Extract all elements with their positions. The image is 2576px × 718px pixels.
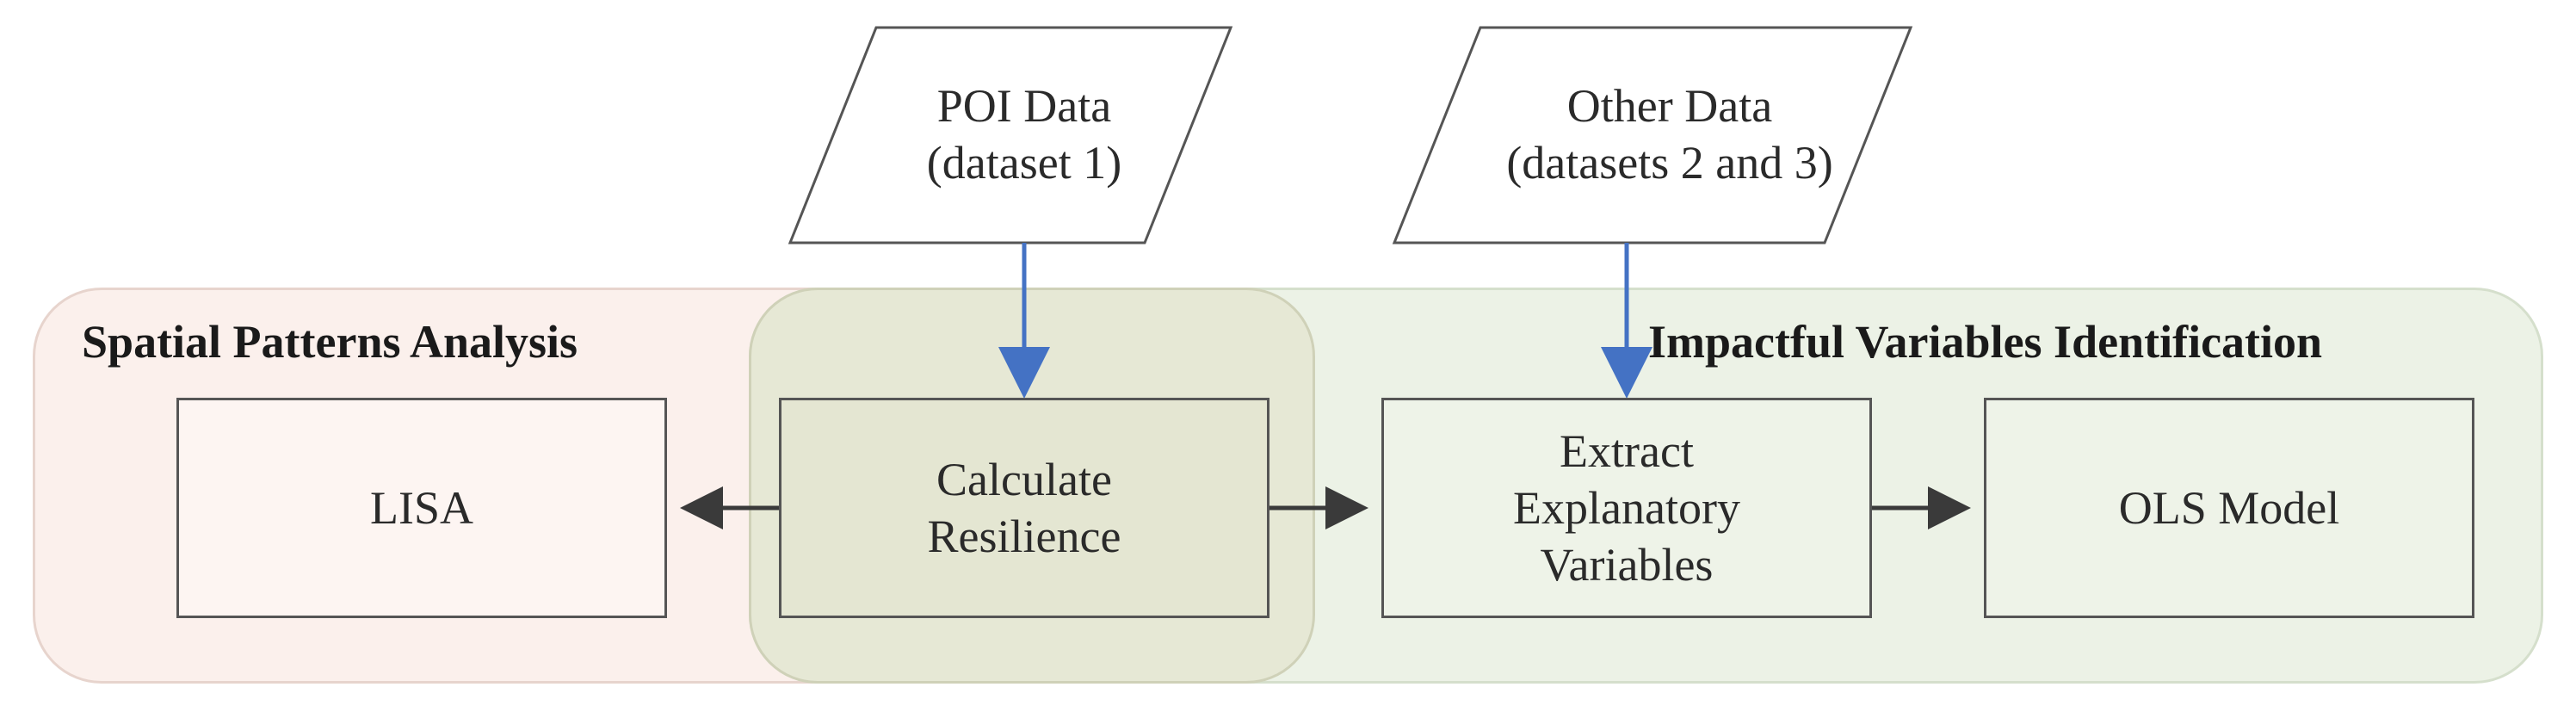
poi-data-label: POI Data (dataset 1) [926, 80, 1122, 189]
extract-variables-box: Extract Explanatory Variables [1381, 398, 1872, 618]
other-data-label: Other Data (datasets 2 and 3) [1506, 80, 1833, 189]
other-data-parallelogram [1392, 26, 1913, 244]
ols-model-box: OLS Model [1984, 398, 2474, 618]
calculate-resilience-label: Calculate Resilience [927, 454, 1121, 562]
spatial-patterns-title: Spatial Patterns Analysis [82, 316, 578, 368]
calculate-resilience-box: Calculate Resilience [779, 398, 1269, 618]
poi-data-parallelogram [788, 26, 1233, 244]
ols-model-label: OLS Model [2118, 482, 2340, 534]
lisa-label: LISA [370, 482, 473, 534]
extract-variables-label: Extract Explanatory Variables [1513, 425, 1740, 591]
lisa-box: LISA [176, 398, 667, 618]
impactful-variables-title: Impactful Variables Identification [1648, 316, 2323, 368]
